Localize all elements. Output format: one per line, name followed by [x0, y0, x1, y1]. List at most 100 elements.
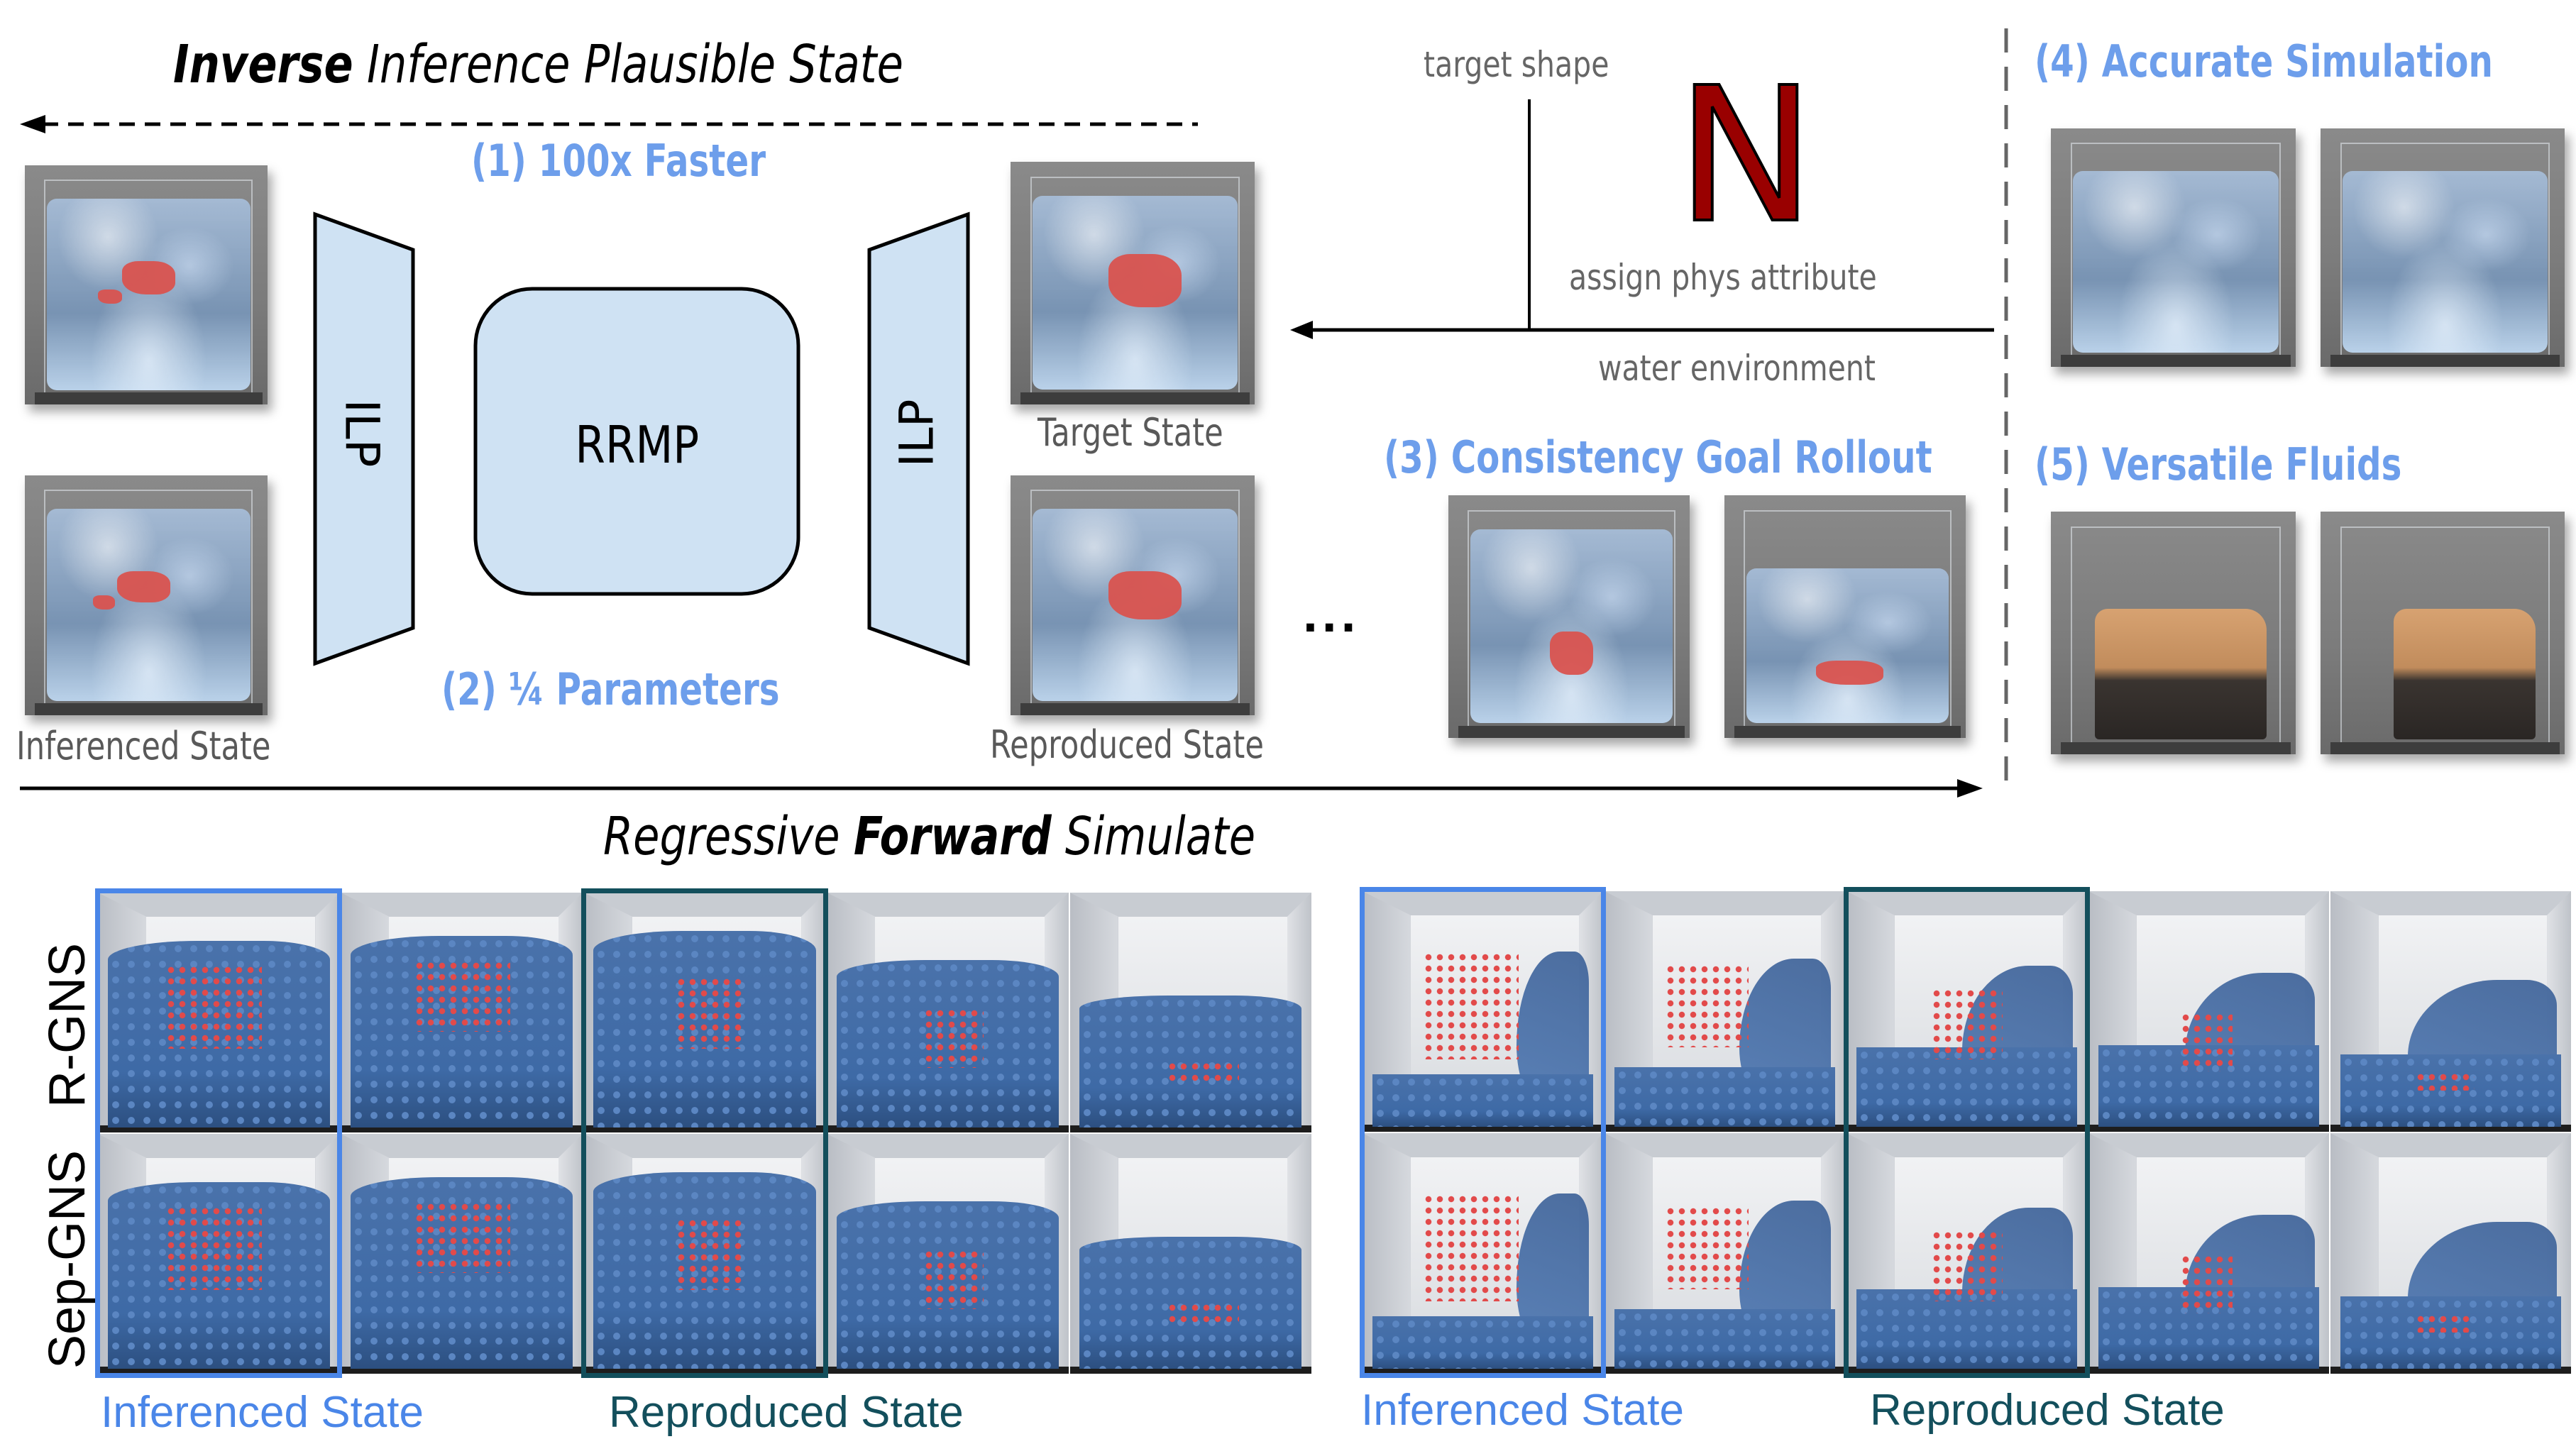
- inverse-title-bold: Inverse: [173, 34, 353, 95]
- fluid-particles: [1372, 1074, 1594, 1128]
- row-label-sepgns: Sep-GNS: [39, 1149, 97, 1369]
- rigid-body-particles: [923, 1008, 984, 1068]
- sim-panel-r-gns-1: [98, 893, 340, 1132]
- inferenced-label-left: Inferenced State: [101, 1388, 424, 1437]
- sim-panel-sep-gns-1: [1363, 1133, 1603, 1374]
- rigid-body-particles: [1930, 1229, 2003, 1302]
- inferenced-state-render-1: [25, 165, 268, 404]
- inverse-arrow: [20, 115, 1198, 133]
- reproduced-label-left: Reproduced State: [609, 1388, 964, 1437]
- forward-arrow: [20, 779, 1983, 798]
- sim-panel-r-gns-3: [1846, 891, 2087, 1132]
- fluid-particles: [1614, 1309, 1836, 1369]
- inferenced-state-caption: Inferenced State: [16, 724, 271, 768]
- consistency-render-1: [1448, 495, 1690, 738]
- forward-title-pre: Regressive: [603, 806, 854, 867]
- fluid-particles: [1372, 1316, 1594, 1369]
- forward-title-post: Simulate: [1051, 806, 1256, 867]
- decoder-label-wrap: ILP: [888, 394, 945, 472]
- arrowhead-left-icon: [1290, 321, 1313, 339]
- comparison-grid-left: [95, 888, 1313, 1378]
- target-spec-lines: [1290, 99, 1994, 339]
- inferenced-state-render-2: [25, 475, 268, 715]
- sim-panel-r-gns-2: [341, 893, 583, 1132]
- comparison-grid-right: [1360, 887, 2572, 1378]
- reproduced-state-caption: Reproduced State: [990, 722, 1264, 767]
- decoder-ilp-block: [867, 211, 970, 666]
- sim-panel-sep-gns-3: [583, 1134, 826, 1374]
- sim-panel-sep-gns-1: [98, 1134, 340, 1374]
- rigid-body-particles: [676, 976, 744, 1049]
- sim-panel-r-gns-5: [1069, 893, 1311, 1132]
- versatile-render-1: [2051, 512, 2296, 754]
- sim-panel-sep-gns-4: [2088, 1133, 2329, 1374]
- sim-panel-r-gns-1: [1363, 891, 1603, 1132]
- rigid-body-particles: [923, 1249, 984, 1309]
- rigid-body-particles: [1166, 1060, 1239, 1085]
- sim-panel-sep-gns-2: [1605, 1133, 1845, 1374]
- rigid-body-particles: [1664, 1205, 1749, 1290]
- model-diagram: [313, 211, 970, 666]
- rrmp-label: RRMP: [575, 415, 700, 475]
- accurate-render-2: [2321, 128, 2565, 367]
- sim-panel-sep-gns-5: [1069, 1134, 1311, 1374]
- fluid-particles: [1856, 1047, 2078, 1128]
- inverse-title-rest: Inference Plausible State: [353, 34, 903, 95]
- rigid-body-particles: [413, 959, 510, 1032]
- inverse-title: Inverse Inference Plausible State: [173, 34, 903, 95]
- rigid-body-particles: [2414, 1313, 2475, 1333]
- encoder-ilp-block: [313, 211, 415, 666]
- arrowhead-left-icon: [20, 115, 45, 133]
- sim-panel-r-gns-5: [2330, 891, 2571, 1132]
- forward-title: Regressive Forward Simulate: [603, 806, 1255, 867]
- encoder-label: ILP: [334, 398, 390, 468]
- reproduced-state-render: [1011, 475, 1255, 715]
- section-separator: [2004, 28, 2008, 788]
- feature-versatile: (5) Versatile Fluids: [2035, 439, 2402, 490]
- sim-panel-r-gns-3: [583, 893, 826, 1132]
- sim-panel-sep-gns-5: [2330, 1133, 2571, 1374]
- rigid-body-particles: [165, 964, 263, 1049]
- reproduced-label-right: Reproduced State: [1870, 1386, 2225, 1435]
- accurate-render-1: [2051, 128, 2296, 367]
- target-shape-label: target shape: [1424, 44, 1609, 85]
- rigid-body-particles: [1422, 1193, 1519, 1302]
- shape-letter: N: [1682, 79, 1815, 228]
- feature-faster: (1) 100x Faster: [471, 135, 766, 187]
- rigid-body-particles: [1166, 1301, 1239, 1326]
- target-shape-n: N: [1682, 79, 1817, 228]
- encoder-label-wrap: ILP: [334, 394, 390, 472]
- versatile-render-2: [2321, 512, 2565, 754]
- target-state-caption: Target State: [1037, 410, 1223, 455]
- rigid-body-particles: [1930, 987, 2003, 1060]
- rigid-body-particles: [2179, 1253, 2233, 1314]
- rigid-body-particles: [165, 1206, 263, 1290]
- water-environment-label: water environment: [1598, 348, 1876, 389]
- rigid-body-particles: [1422, 951, 1519, 1060]
- sim-panel-r-gns-2: [1605, 891, 1845, 1132]
- decoder-label: ILP: [889, 398, 945, 468]
- rigid-body-particles: [2179, 1011, 2233, 1072]
- feature-consistency: (3) Consistency Goal Rollout: [1384, 431, 1932, 483]
- rigid-body-particles: [413, 1201, 510, 1274]
- rigid-body-particles: [1664, 963, 1749, 1048]
- target-state-render: [1011, 162, 1255, 404]
- consistency-render-2: [1724, 495, 1966, 738]
- sim-panel-sep-gns-4: [827, 1134, 1069, 1374]
- feature-parameters: (2) ¼ Parameters: [441, 663, 780, 715]
- sim-panel-sep-gns-3: [1846, 1133, 2087, 1374]
- ellipsis: ...: [1302, 592, 1360, 642]
- inferenced-label-right: Inferenced State: [1361, 1386, 1684, 1435]
- fluid-particles: [1856, 1289, 2078, 1369]
- rigid-body-particles: [676, 1218, 744, 1290]
- fluid-particles: [1614, 1067, 1836, 1128]
- rigid-body-particles: [2414, 1071, 2475, 1091]
- forward-title-bold: Forward: [853, 806, 1052, 867]
- sim-panel-r-gns-4: [2088, 891, 2329, 1132]
- sim-panel-sep-gns-2: [341, 1134, 583, 1374]
- assign-phys-label: assign phys attribute: [1569, 257, 1877, 298]
- rrmp-block: [473, 287, 800, 596]
- row-label-rgns: R-GNS: [39, 943, 96, 1108]
- sim-panel-r-gns-4: [827, 893, 1069, 1132]
- arrowhead-right-icon: [1957, 779, 1983, 798]
